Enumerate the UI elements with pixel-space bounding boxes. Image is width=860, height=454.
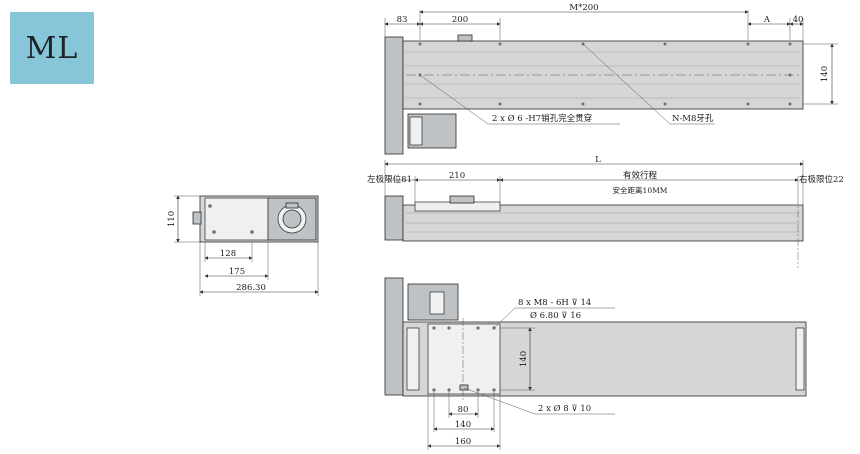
side-view-left-limit: 左极限位81 [367, 174, 412, 185]
bottom-view-end-plate [384, 277, 404, 396]
side-view-dim-carriage: 210 [449, 171, 465, 181]
side-view-stroke-label: 有效行程 [623, 170, 658, 181]
end-view-key [285, 202, 299, 209]
bottom-view-note-depth: Ø 6.80 ⊽ 16 [530, 310, 581, 321]
top-view: 83 200 M*200 A 40 140 2 x Ø 6 -H7销孔完全贯穿 … [384, 3, 838, 155]
end-view-sensor [192, 211, 202, 225]
end-view-dim-128: 128 [220, 249, 236, 259]
top-view-dim-right: 40 [793, 15, 804, 25]
bottom-view-dim-height: 140 [519, 351, 529, 367]
bottom-view-dim-160: 160 [455, 437, 471, 447]
top-view-sensor [457, 34, 473, 42]
bottom-view-dim-80: 80 [458, 405, 469, 415]
bottom-view-end-cap-right [795, 327, 805, 391]
end-view-dim-175: 175 [229, 267, 245, 277]
side-view: L 左极限位81 210 有效行程 右极限位22 安全距离10MM [367, 155, 844, 268]
end-view-bolt [208, 204, 212, 208]
bottom-view-dim-140: 140 [455, 420, 471, 430]
end-view-carriage [204, 197, 270, 241]
top-view-dim-pitch: 200 [452, 15, 468, 25]
bottom-view-end-cap [406, 327, 420, 391]
model-badge-label: ML [25, 30, 79, 66]
bottom-view-note-threads: 8 x M8 - 6H ⊽ 14 [518, 298, 591, 308]
side-view-end-plate [384, 195, 404, 241]
end-view: 110 128 175 286.30 [167, 195, 319, 296]
top-view-dim-span: M*200 [569, 3, 598, 13]
top-view-dim-left: 83 [397, 15, 408, 25]
bottom-view-coupling [429, 291, 445, 315]
top-view-dim-height: 140 [820, 66, 830, 82]
side-view-dim-total: L [595, 155, 601, 165]
end-view-bolt [212, 230, 216, 234]
model-badge: ML [10, 12, 94, 84]
end-view-bolt [250, 230, 254, 234]
side-view-right-limit: 右极限位22 [799, 174, 844, 185]
end-view-dim-total: 286.30 [236, 283, 266, 293]
top-view-note-pin: 2 x Ø 6 -H7销孔完全贯穿 [492, 113, 592, 124]
side-view-sensor-bracket [449, 195, 475, 204]
bottom-view: 8 x M8 - 6H ⊽ 14 Ø 6.80 ⊽ 16 140 2 x Ø 8… [384, 277, 807, 450]
top-view-end-plate [384, 36, 404, 155]
bottom-view-carriage [427, 323, 501, 395]
bottom-view-note-pins: 2 x Ø 8 ⊽ 10 [538, 403, 591, 414]
end-view-dim-height: 110 [167, 211, 177, 227]
side-view-safety-label: 安全距离10MM [613, 185, 668, 195]
top-view-note-thread: N-M8牙孔 [672, 114, 714, 124]
top-view-dim-a: A [763, 15, 771, 25]
top-view-motor-flange [409, 116, 423, 146]
end-view-coupling-hub [282, 209, 302, 229]
